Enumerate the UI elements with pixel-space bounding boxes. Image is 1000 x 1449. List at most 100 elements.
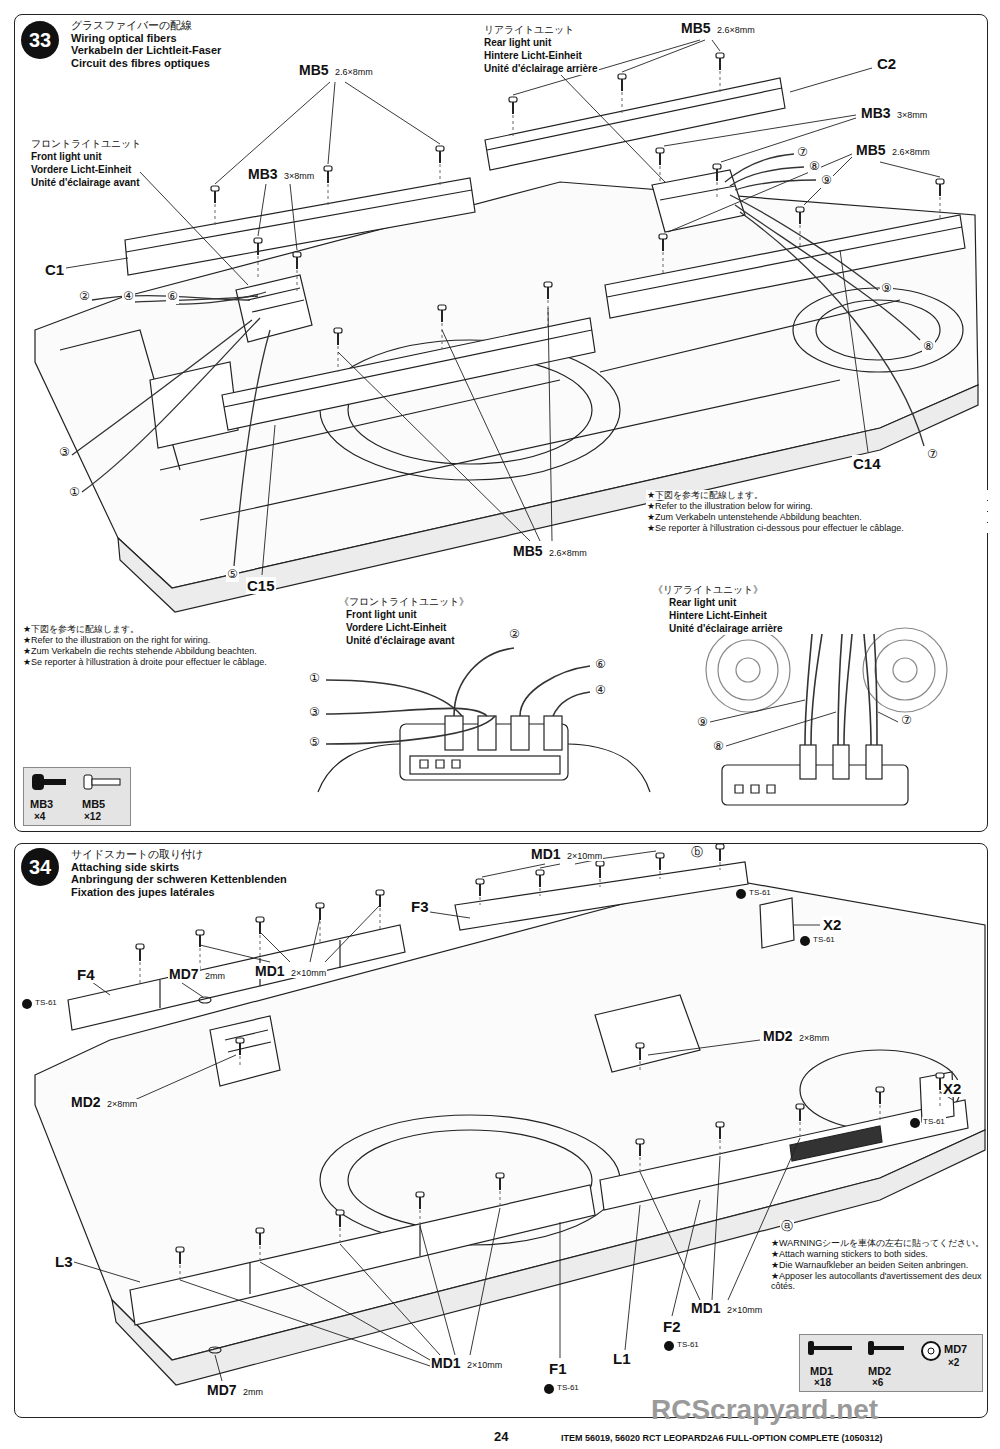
paint-code: TS-61 [34,998,58,1007]
screw-guide [720,1140,721,1156]
screw-guide [260,1246,261,1262]
unit-label: Rear light unit [668,597,737,609]
callout-number: ⑤ [308,736,321,750]
callout-number: ⑨ [696,716,709,730]
part-label: X2 [822,916,842,933]
screw-head [236,1038,244,1043]
unit-label: Hintere Licht-Einheit [483,50,583,62]
screw [659,858,661,870]
screw-head [334,328,342,333]
screw-head [336,1210,344,1215]
unit-label: Hintere Licht-Einheit [668,610,768,622]
leader-line [345,82,440,144]
screw-code: MD7 [168,966,200,982]
leader-line [215,82,330,184]
unit-label: Unité d'éclairage arrière [668,623,784,635]
screw [439,151,441,163]
screw-guide [180,1265,181,1281]
screw [659,153,661,165]
note-text: ★WARNINGシールを車体の左右に貼ってください。 [770,1238,987,1248]
part-label: F4 [76,966,96,983]
screw-guide [320,921,321,945]
screw-size: 2×10mm [726,1305,763,1315]
screw-code: MB3 [860,105,892,121]
screw [621,79,623,91]
paint-dot [22,999,32,1009]
screw-code: MD2 [762,1028,794,1044]
leader-line [430,912,470,918]
leader-line [726,712,836,746]
leader-line [540,864,560,868]
hull-step34 [35,862,985,1385]
leader-line [140,172,248,285]
paint-dot [910,1118,920,1128]
title-text: Verkabeln der Lichtleit-Faser [71,44,221,57]
leader-line [878,712,898,722]
screw [599,866,601,878]
screw [799,212,801,224]
leader-line [260,1262,430,1360]
note-text: ★下図を参考に配線します。 [646,490,993,500]
unit-label: Vordere Licht-Einheit [345,622,447,634]
screw-head [544,282,552,287]
screw-head [136,944,144,949]
screws-and-leaders [22,40,953,1394]
leader-line [258,184,266,236]
leader-line [470,1208,500,1355]
callout-number: ⑨ [880,282,893,296]
watermark: RCScrapyard.net [650,1394,879,1426]
unit-label: 《リアライトユニット》 [652,584,764,596]
part-code: MD2 [868,1365,891,1378]
screw-size: 2×8mm [798,1033,830,1043]
screw-head [256,917,264,922]
note-text: ★Die Warnaufkleber an beiden Seiten anbr… [770,1260,987,1270]
screw-size: 2.6×8mm [716,25,756,35]
leader-line [622,40,705,72]
note-text: ★Refer to the illustration below for wir… [646,501,993,511]
leader-line [260,932,290,962]
screw-code: MB5 [512,543,544,559]
screw-size: 2×8mm [106,1099,138,1109]
callout-number: ② [78,290,91,304]
screw-head [796,207,804,212]
screw-head [324,166,332,171]
callout-number: ⑦ [900,714,913,728]
screw-head [618,74,626,79]
screw-head [438,305,446,310]
screw-size: 3×8mm [896,110,928,120]
screw-guide [200,948,201,972]
part-label: X2 [942,1080,962,1097]
leader-line [310,918,320,962]
front-unit-inset [318,648,650,792]
screw-guide [215,204,216,226]
title-text: Attaching side skirts [71,861,287,874]
screw-head [636,1139,644,1144]
leader-line [625,1205,640,1350]
screw-guide [640,1061,641,1073]
part-code: MD7 [944,1343,967,1356]
screw-guide [442,323,443,349]
screw-head [796,1104,804,1109]
paint-code: TS-61 [812,935,836,944]
screw [879,1092,881,1104]
screw-code: MB5 [298,62,330,78]
screw [327,171,329,183]
unit-label: Unité d'éclairage avant [30,177,141,189]
screw-code: MD2 [70,1094,102,1110]
screw [547,287,549,299]
title-text: Circuit des fibres optiques [71,57,221,70]
leader-line [664,115,856,146]
screw-head [436,146,444,151]
leader-line [182,983,203,997]
leader-line [92,982,110,995]
note-text: ★Se reporter à l'illustration à droite p… [22,657,309,667]
screw [499,1178,501,1190]
leader-line [180,1280,430,1366]
leader-line [668,154,852,232]
leader-line [880,162,940,177]
leader-line [74,1262,140,1282]
screw-guide [328,184,329,206]
callout-number: ② [508,628,521,642]
note-text: ★Zum Verkabeln die rechts stehende Abbil… [22,646,309,656]
callout-number: ④ [594,684,607,698]
